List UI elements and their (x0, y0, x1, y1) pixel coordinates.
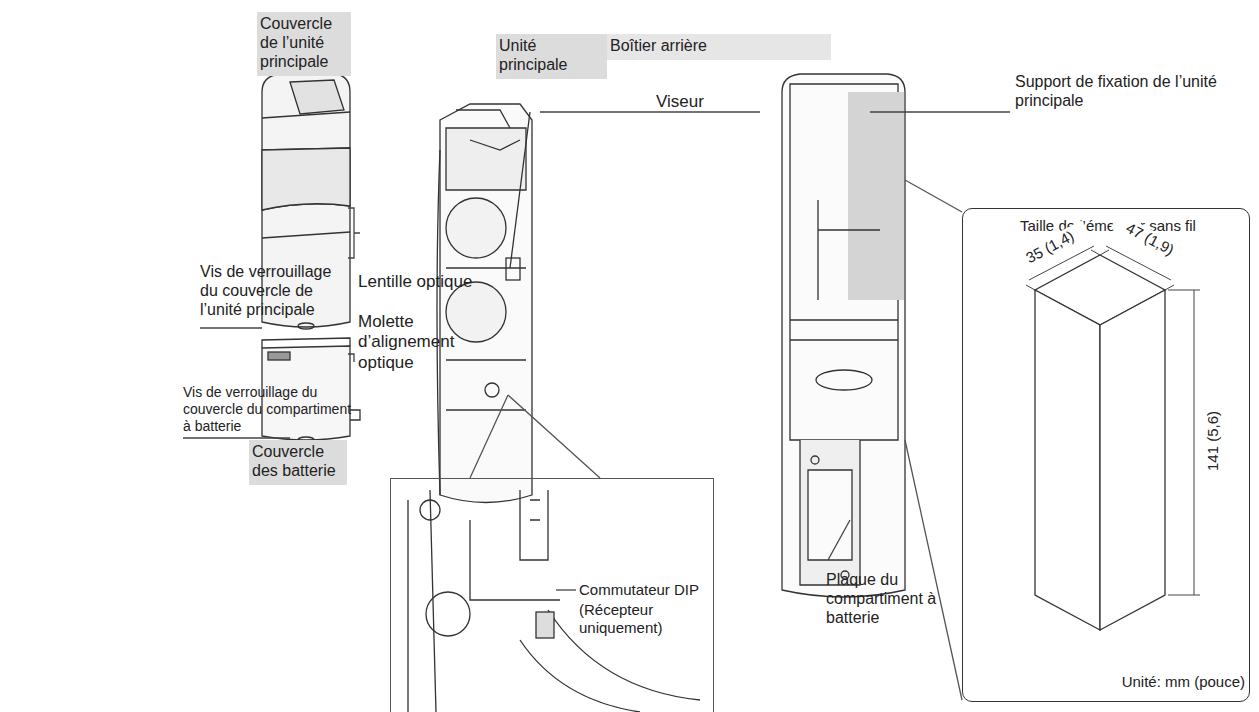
part-heading: Couvercle des batterie (252, 442, 344, 480)
part-label: Viseur (656, 92, 756, 112)
part-heading: (Récepteur uniquement) (579, 601, 689, 637)
part-label: Molette d’alignement optique (358, 312, 458, 373)
part-label: Lentille optique (358, 272, 518, 292)
part-heading: Couvercle de l’unité principale (260, 14, 348, 72)
part-heading: Unité principale (499, 36, 604, 74)
part-heading: Taille de l’émetteur sans fil (977, 217, 1239, 235)
part-label: Plaque du compartiment à batterie (826, 570, 946, 628)
part-label: Vis de verrouillage du couvercle du comp… (183, 384, 353, 434)
part-heading-box: Boîtier arrière (607, 34, 831, 60)
part-heading-box: Couvercle de l’unité principale (257, 12, 351, 76)
inset-box: Commutateur DIP (Récepteur uniquement) (390, 478, 714, 712)
part-heading: Commutateur DIP (579, 581, 709, 599)
part-heading-box: Couvercle des batterie (249, 440, 347, 485)
dimension-label: 141 (5,6) (1204, 396, 1222, 486)
part-label: Vis de verrouillage du couvercle de l’un… (200, 262, 350, 320)
part-heading: Unité: mm (pouce) (1113, 673, 1245, 691)
part-heading-box: Unité principale (496, 34, 607, 79)
part-heading: Boîtier arrière (610, 36, 828, 55)
part-label: Support de fixation de l’unité principal… (1015, 72, 1235, 110)
